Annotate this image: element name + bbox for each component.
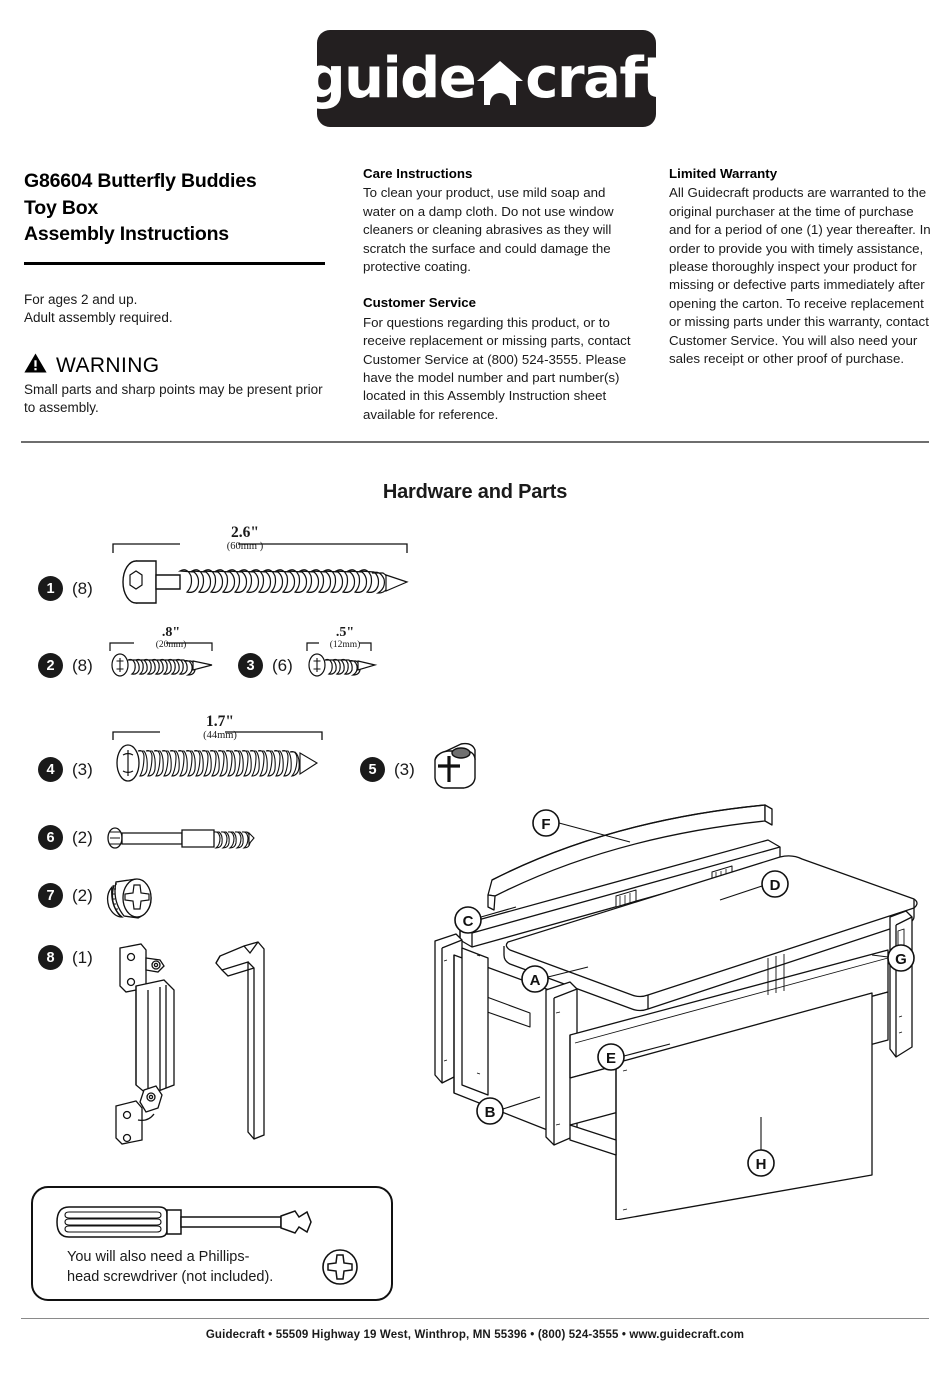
age-requirement: For ages 2 and up. Adult assembly requir… <box>24 291 334 327</box>
svg-text:H: H <box>756 1156 767 1173</box>
safety-lid-hinge-and-hex-key-icon <box>115 941 265 1145</box>
cam-lock-nut-icon <box>106 878 152 919</box>
dimension-label-4: 1.7" (44mm) <box>165 714 275 742</box>
guidecraft-logo: guide craft <box>306 30 669 127</box>
part-row-6: 6 (2) <box>38 825 93 850</box>
dimension-label-3: .5" (12mm) <box>305 626 385 651</box>
phillips-screwdriver-icon <box>56 1206 312 1238</box>
title-line-3: Assembly Instructions <box>24 223 229 246</box>
logo-text-guide: guide <box>305 45 477 111</box>
page-title: G86604 Butterfly Buddies Toy Box Assembl… <box>24 168 334 248</box>
tool-requirement-box: You will also need a Phillips- head scre… <box>31 1186 393 1301</box>
part-number-badge-8: 8 <box>38 945 63 970</box>
part-quantity-2: (8) <box>72 655 93 675</box>
callout-A <box>521 965 549 993</box>
part-number-badge-3: 3 <box>238 653 263 678</box>
part-quantity-6: (2) <box>72 827 93 847</box>
dimension-inches-2: .8" <box>161 625 181 640</box>
footer-divider <box>21 1318 929 1319</box>
callout-C <box>454 906 482 934</box>
logo-text-craft: craft <box>525 45 669 111</box>
part-row-1: 1 (8) <box>38 576 93 601</box>
part-number-badge-7: 7 <box>38 883 63 908</box>
hardware-section-heading: Hardware and Parts <box>382 481 568 503</box>
customer-service-body: For questions regarding this product, or… <box>363 314 631 422</box>
dimension-mm-4: (44mm) <box>203 729 237 741</box>
warning-triangle-icon <box>24 353 47 378</box>
title-line-1: G86604 Butterfly Buddies <box>24 170 257 192</box>
footer-company-info: Guidecraft • 55509 Highway 19 West, Wint… <box>205 1329 745 1341</box>
connector-bolt-icon <box>107 827 255 849</box>
warranty-column: Limited Warranty All Guidecraft products… <box>669 165 932 368</box>
part-quantity-7: (2) <box>72 885 93 905</box>
svg-text:E: E <box>606 1050 616 1067</box>
part-number-badge-4: 4 <box>38 757 63 782</box>
callout-G <box>887 944 915 972</box>
part-quantity-4: (3) <box>72 759 93 779</box>
pan-head-machine-screw-icon <box>112 731 323 782</box>
dimension-label-2: .8" (20mm) <box>126 626 216 651</box>
limited-warranty-heading: Limited Warranty <box>669 166 778 181</box>
dimension-label-1: 2.6" (60mm ) <box>185 525 305 553</box>
title-line-2: Toy Box <box>24 196 99 219</box>
title-column: G86604 Butterfly Buddies Toy Box Assembl… <box>24 168 334 417</box>
phillips-wood-screw-icon <box>109 642 213 677</box>
care-and-service-column: Care Instructions To clean your product,… <box>363 165 641 424</box>
svg-text:A: A <box>530 972 541 989</box>
warning-label: WARNING <box>56 353 160 377</box>
dimension-mm-2: (20mm) <box>155 640 187 650</box>
part-number-badge-5: 5 <box>360 757 385 782</box>
tool-text-line-1: You will also need a Phillips- <box>67 1249 250 1265</box>
dimension-mm-3: (12mm) <box>329 640 361 650</box>
svg-text:C: C <box>463 913 474 930</box>
part-quantity-3: (6) <box>272 655 293 675</box>
limited-warranty-body: All Guidecraft products are warranted to… <box>669 185 931 367</box>
title-divider <box>24 262 325 266</box>
svg-text:D: D <box>770 877 781 894</box>
dimension-inches-3: .5" <box>335 625 355 640</box>
part-row-3: 3 (6) <box>238 653 293 678</box>
toy-box-exploded-view: F C D A G E B H <box>434 804 918 1220</box>
dimension-mm-1: (60mm ) <box>226 540 264 552</box>
warning-header: WARNING <box>24 353 334 378</box>
part-row-4: 4 (3) <box>38 757 93 782</box>
care-instructions-heading: Care Instructions <box>363 166 473 181</box>
house-icon <box>476 60 524 106</box>
part-row-2: 2 (8) <box>38 653 93 678</box>
part-row-8: 8 (1) <box>38 945 93 970</box>
part-quantity-8: (1) <box>72 947 93 967</box>
part-number-badge-6: 6 <box>38 825 63 850</box>
part-number-badge-1: 1 <box>38 576 63 601</box>
age-line-1: For ages 2 and up. <box>24 292 138 308</box>
age-line-2: Adult assembly required. <box>24 310 173 326</box>
callout-B <box>476 1097 504 1125</box>
part-number-badge-2: 2 <box>38 653 63 678</box>
warning-body: Small parts and sharp points may be pres… <box>24 382 323 415</box>
callout-E <box>597 1043 625 1071</box>
phillips-head-circle-icon <box>322 1249 358 1285</box>
section-divider <box>21 441 929 443</box>
callout-D <box>761 870 789 898</box>
customer-service-heading: Customer Service <box>363 295 477 311</box>
svg-text:B: B <box>485 1104 496 1121</box>
part-row-5: 5 (3) <box>360 757 415 782</box>
phillips-short-screw-icon <box>306 642 378 677</box>
dimension-inches-1: 2.6" <box>231 524 259 541</box>
care-instructions-body: To clean your product, use mild soap and… <box>363 185 614 275</box>
part-quantity-1: (8) <box>72 578 93 598</box>
cross-dowel-barrel-nut-icon <box>434 742 476 789</box>
flat-head-wood-screw-icon <box>112 543 409 604</box>
dimension-inches-4: 1.7" <box>206 713 234 730</box>
svg-text:F: F <box>541 816 550 833</box>
part-quantity-5: (3) <box>394 759 415 779</box>
tool-text-line-2: head screwdriver (not included). <box>67 1268 274 1285</box>
part-row-7: 7 (2) <box>38 883 93 908</box>
tool-requirement-text: You will also need a Phillips- head scre… <box>67 1248 317 1287</box>
svg-text:G: G <box>895 951 907 968</box>
